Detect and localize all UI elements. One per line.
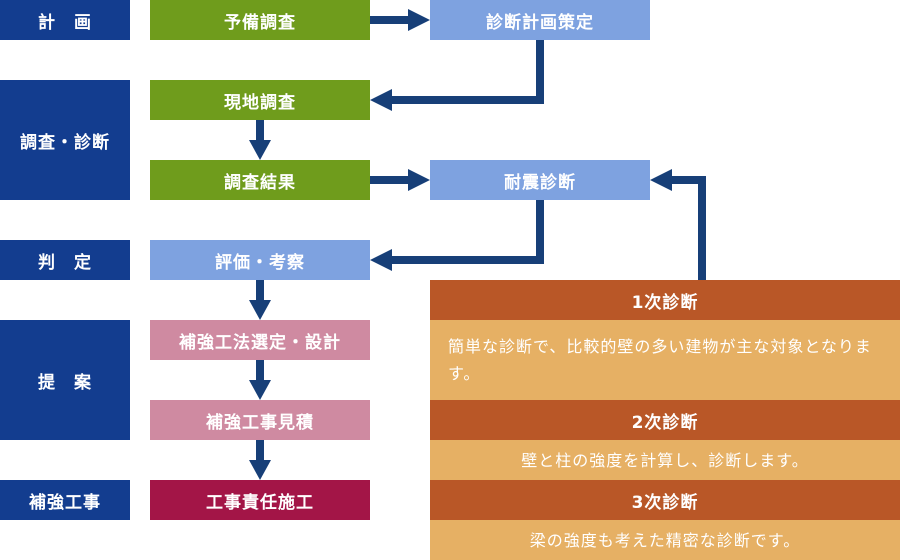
arrow-planning-to-site-survey <box>392 40 544 104</box>
stage-judgment: 判 定 <box>0 240 130 280</box>
arrowhead-results <box>249 140 271 160</box>
step-seismic-diagnosis: 耐震診断 <box>430 160 650 200</box>
arrowhead-level1 <box>650 169 672 191</box>
step-method-selection-design: 補強工法選定・設計 <box>150 320 370 360</box>
arrowhead-evaluation <box>370 249 392 271</box>
arrowhead-site-survey <box>370 89 392 111</box>
level-3-title: 3次診断 <box>430 480 900 520</box>
step-survey-results: 調査結果 <box>150 160 370 200</box>
level-2-description: 壁と柱の強度を計算し、診断します。 <box>430 440 900 480</box>
step-preliminary-survey: 予備調査 <box>150 0 370 40</box>
arrow-level1-to-diagnosis <box>672 176 706 280</box>
level-1-description: 簡単な診断で、比較的壁の多い建物が主な対象となります。 <box>430 320 900 400</box>
level-3-description: 梁の強度も考えた精密な診断です。 <box>430 520 900 560</box>
arrowhead-estimate <box>249 380 271 400</box>
step-construction: 工事責任施工 <box>150 480 370 520</box>
stage-proposal: 提 案 <box>0 320 130 440</box>
arrowhead-design <box>249 300 271 320</box>
level-2-title: 2次診断 <box>430 400 900 440</box>
step-reinforcement-estimate: 補強工事見積 <box>150 400 370 440</box>
step-evaluation: 評価・考察 <box>150 240 370 280</box>
stage-survey-diagnosis: 調査・診断 <box>0 80 130 200</box>
step-diagnosis-planning: 診断計画策定 <box>430 0 650 40</box>
stage-reinforcement-work: 補強工事 <box>0 480 130 520</box>
step-site-survey: 現地調査 <box>150 80 370 120</box>
arrowhead-construction <box>249 460 271 480</box>
arrowhead-diagnosis <box>408 169 430 191</box>
level-1-title: 1次診断 <box>430 280 900 320</box>
stage-plan: 計 画 <box>0 0 130 40</box>
arrow-diagnosis-to-evaluation <box>392 200 544 264</box>
arrowhead-planning <box>408 9 430 31</box>
